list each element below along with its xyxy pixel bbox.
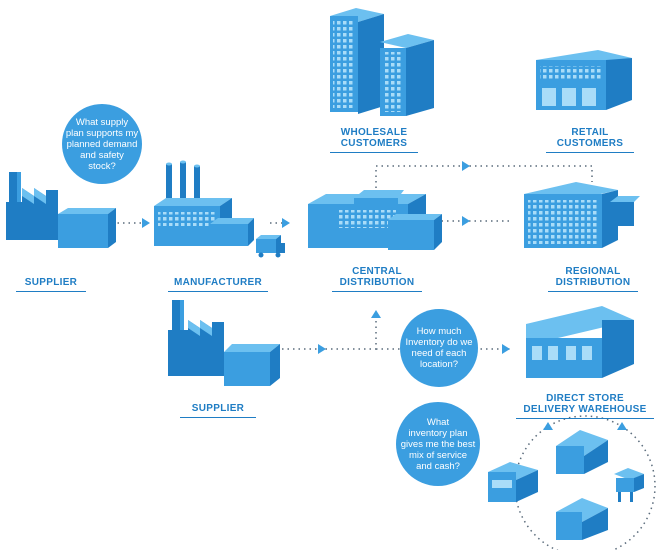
bubble-line: plan supports my — [65, 127, 139, 139]
label-underline — [180, 417, 256, 418]
label-line: SUPPLIER — [24, 277, 78, 288]
label-supplier-bottom: SUPPLIER — [180, 403, 256, 418]
label-line: CUSTOMERS — [340, 138, 408, 149]
label-underline — [548, 291, 638, 292]
label-line: MANUFACTURER — [173, 277, 263, 288]
label-central-distribution: CENTRAL DISTRIBUTION — [332, 266, 422, 292]
bubble-line: gives me the best — [400, 438, 476, 450]
label-retail-customers: RETAIL CUSTOMERS — [546, 127, 634, 153]
label-underline — [332, 291, 422, 292]
bubble-line: planned demand — [66, 138, 138, 150]
arrow-to-regional — [462, 216, 470, 226]
arrow-up-to-central — [371, 310, 381, 318]
label-regional-distribution: REGIONAL DISTRIBUTION — [548, 266, 638, 292]
label-underline — [168, 291, 268, 292]
label-line: WHOLESALE — [340, 127, 408, 138]
bubble-line: stock? — [88, 160, 116, 172]
distribution-center-icon — [308, 190, 442, 250]
bubble-line: need of each — [411, 348, 467, 359]
label-line: DISTRIBUTION — [339, 277, 415, 288]
bubble-line: inventory plan — [408, 427, 468, 439]
label-underline — [516, 418, 654, 419]
label-dsd-warehouse: DIRECT STORE DELIVERY WAREHOUSE — [516, 393, 654, 419]
arrow-to-junction — [318, 344, 326, 354]
kiosk-icon — [614, 468, 644, 502]
arrow-loop-left — [543, 422, 553, 430]
label-manufacturer: MANUFACTURER — [168, 277, 268, 292]
store-icon — [556, 498, 608, 540]
factory-icon — [6, 172, 116, 248]
connector-junction-to-central — [320, 318, 377, 350]
connector-arrowheads — [142, 161, 627, 430]
label-line: SUPPLIER — [191, 403, 245, 414]
arrow-to-central — [282, 218, 290, 228]
store-icon — [488, 462, 538, 502]
bubble-line: What supply — [75, 116, 129, 128]
arrow-loop-right — [617, 422, 627, 430]
bubble-line: How much — [416, 326, 462, 337]
bubble-line: location? — [419, 359, 459, 370]
label-line: CUSTOMERS — [556, 138, 624, 149]
connector-wholesale-to-retail — [375, 165, 593, 188]
label-line: DIRECT STORE — [546, 393, 624, 404]
label-line: REGIONAL — [565, 266, 621, 277]
bubble-line: Inventory do we — [405, 337, 473, 348]
label-underline — [16, 291, 86, 292]
bubble-line: mix of service — [408, 449, 468, 461]
label-line: RETAIL — [571, 127, 609, 138]
bubble-supply-plan: What supply plan supports my planned dem… — [62, 104, 142, 184]
bubble-line: What — [426, 416, 450, 428]
factory-icon — [168, 300, 280, 386]
retail-store-icon — [536, 50, 632, 110]
arrow-to-retail — [462, 161, 470, 171]
dsd-delivery-loop — [514, 415, 656, 550]
bubble-line: and cash? — [416, 460, 460, 472]
office-towers-icon — [330, 8, 434, 116]
bubble-inventory-need: How much Inventory do we need of each lo… — [400, 309, 478, 387]
warehouse-icon — [526, 306, 634, 378]
label-line: DELIVERY WAREHOUSE — [523, 404, 647, 415]
distribution-center-icon — [524, 182, 640, 248]
bubble-line: and safety — [80, 149, 124, 161]
store-icon — [556, 430, 608, 474]
label-line: CENTRAL — [352, 266, 402, 277]
label-line: DISTRIBUTION — [555, 277, 631, 288]
arrow-to-dsd — [502, 344, 510, 354]
label-underline — [330, 152, 418, 153]
label-underline — [546, 152, 634, 153]
connector-lines — [112, 165, 656, 550]
label-wholesale-customers: WHOLESALE CUSTOMERS — [330, 127, 418, 153]
arrow-to-manufacturer — [142, 218, 150, 228]
factory-with-stacks-icon — [154, 160, 254, 246]
bubble-inventory-mix: What inventory plan gives me the best mi… — [396, 402, 480, 486]
truck-icon — [256, 235, 285, 258]
label-supplier-top: SUPPLIER — [16, 277, 86, 292]
